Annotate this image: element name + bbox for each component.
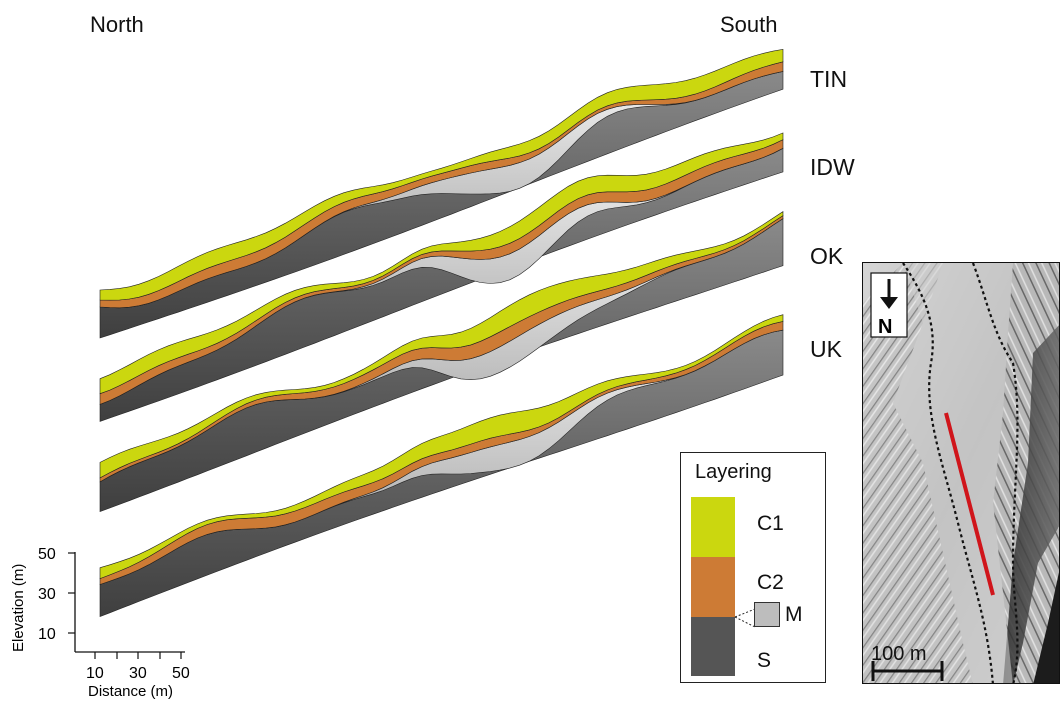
method-label-ok: OK xyxy=(810,243,844,269)
profile-trace-line xyxy=(944,412,995,596)
y-tick-label: 10 xyxy=(38,626,56,643)
y-axis-title: Elevation (m) xyxy=(10,564,27,652)
x-tick-label: 50 xyxy=(172,665,190,682)
north-label: North xyxy=(90,12,144,37)
layer-c1 xyxy=(99,132,784,395)
method-label-uk: UK xyxy=(810,336,842,362)
legend-swatch-m xyxy=(754,602,780,627)
legend-label-s: S xyxy=(757,649,772,672)
method-label-idw: IDW xyxy=(810,154,855,180)
legend-label-m: M xyxy=(785,603,803,626)
x-axis-title: Distance (m) xyxy=(88,683,173,700)
y-tick-label: 50 xyxy=(38,546,56,563)
profile-ok xyxy=(99,211,784,513)
map-scale-bar xyxy=(871,661,944,681)
layer-c1 xyxy=(99,211,784,479)
method-label-tin: TIN xyxy=(810,66,848,92)
hillshade-map: N 100 m xyxy=(863,263,1059,683)
legend-swatch-c1 xyxy=(691,497,735,557)
legend-swatch-s xyxy=(691,617,735,676)
legend-swatch-c2 xyxy=(691,557,735,617)
profile-tin xyxy=(99,48,784,339)
map-scale-label: 100 m xyxy=(871,643,927,665)
arrow-down-icon xyxy=(880,279,898,309)
hillshade-map-inset: N 100 m xyxy=(862,262,1060,684)
y-tick-label: 30 xyxy=(38,586,56,603)
legend-label-c1: C1 xyxy=(757,512,784,535)
layer-c1 xyxy=(99,314,784,580)
layer-c1 xyxy=(99,48,784,301)
scale-axes: 50 30 10 10 30 50 Elevation (m) Distance… xyxy=(10,546,190,700)
layering-legend: Layering C1 C2 M S xyxy=(680,452,826,683)
legend-label-c2: C2 xyxy=(757,571,784,594)
x-tick-label: 30 xyxy=(129,665,147,682)
legend-title: Layering xyxy=(695,461,772,483)
legend-m-connector xyxy=(734,608,756,628)
north-indicator-label: N xyxy=(878,316,892,338)
south-label: South xyxy=(720,12,778,37)
cross-section-profiles xyxy=(99,48,784,618)
x-tick-label: 10 xyxy=(86,665,104,682)
profile-idw xyxy=(99,132,784,422)
profile-uk xyxy=(99,314,784,618)
